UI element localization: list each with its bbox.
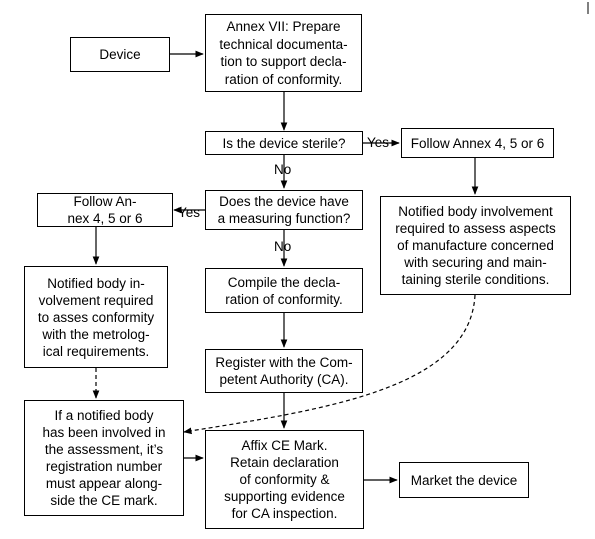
node-follow-annex-right-label: Follow Annex 4, 5 or 6 [410, 135, 545, 151]
node-device-label: Device [99, 47, 141, 62]
node-nb-metrological: Notified body in- volvement required to … [24, 266, 168, 368]
label-yes-measuring: Yes [178, 205, 201, 220]
node-compile-declaration: Compile the decla- ration of conformity. [205, 268, 363, 313]
node-follow-annex-right: Follow Annex 4, 5 or 6 [401, 128, 554, 158]
node-compile-declaration-label: Compile the decla- ration of conformity. [225, 274, 343, 307]
label-no-sterile: No [274, 162, 292, 177]
node-register-ca: Register with the Com- petent Authority … [205, 349, 363, 393]
node-nb-metrological-label: Notified body in- volvement required to … [37, 275, 155, 359]
node-nb-registration-label: If a notified body has been involved in … [42, 408, 166, 508]
node-annex7: Annex VII: Prepare technical documenta- … [205, 14, 362, 92]
node-affix-ce-mark: Affix CE Mark. Retain declaration of con… [205, 430, 364, 529]
node-sterile-question: Is the device sterile? [205, 131, 363, 155]
label-no-measuring: No [274, 239, 292, 254]
node-device: Device [70, 37, 170, 72]
node-measuring-question: Does the device have a measuring functio… [205, 190, 363, 230]
node-sterile-question-label: Is the device sterile? [222, 135, 346, 151]
node-annex7-label: Annex VII: Prepare technical documenta- … [219, 19, 348, 87]
edge-nb-sterile-nb-reg [183, 294, 476, 435]
node-market-device-label: Market the device [410, 472, 518, 488]
node-market-device: Market the device [399, 462, 529, 498]
node-follow-annex-left-label: Follow An- nex 4, 5 or 6 [67, 194, 143, 226]
node-affix-ce-mark-label: Affix CE Mark. Retain declaration of con… [224, 438, 345, 521]
node-nb-sterile-label: Notified body involvement required to as… [395, 204, 556, 287]
label-yes-sterile: Yes [367, 135, 390, 150]
node-register-ca-label: Register with the Com- petent Authority … [215, 355, 353, 387]
node-follow-annex-left: Follow An- nex 4, 5 or 6 [37, 193, 173, 227]
node-measuring-question-label: Does the device have a measuring functio… [217, 194, 351, 226]
node-nb-sterile: Notified body involvement required to as… [380, 196, 571, 295]
node-nb-registration: If a notified body has been involved in … [24, 400, 184, 516]
